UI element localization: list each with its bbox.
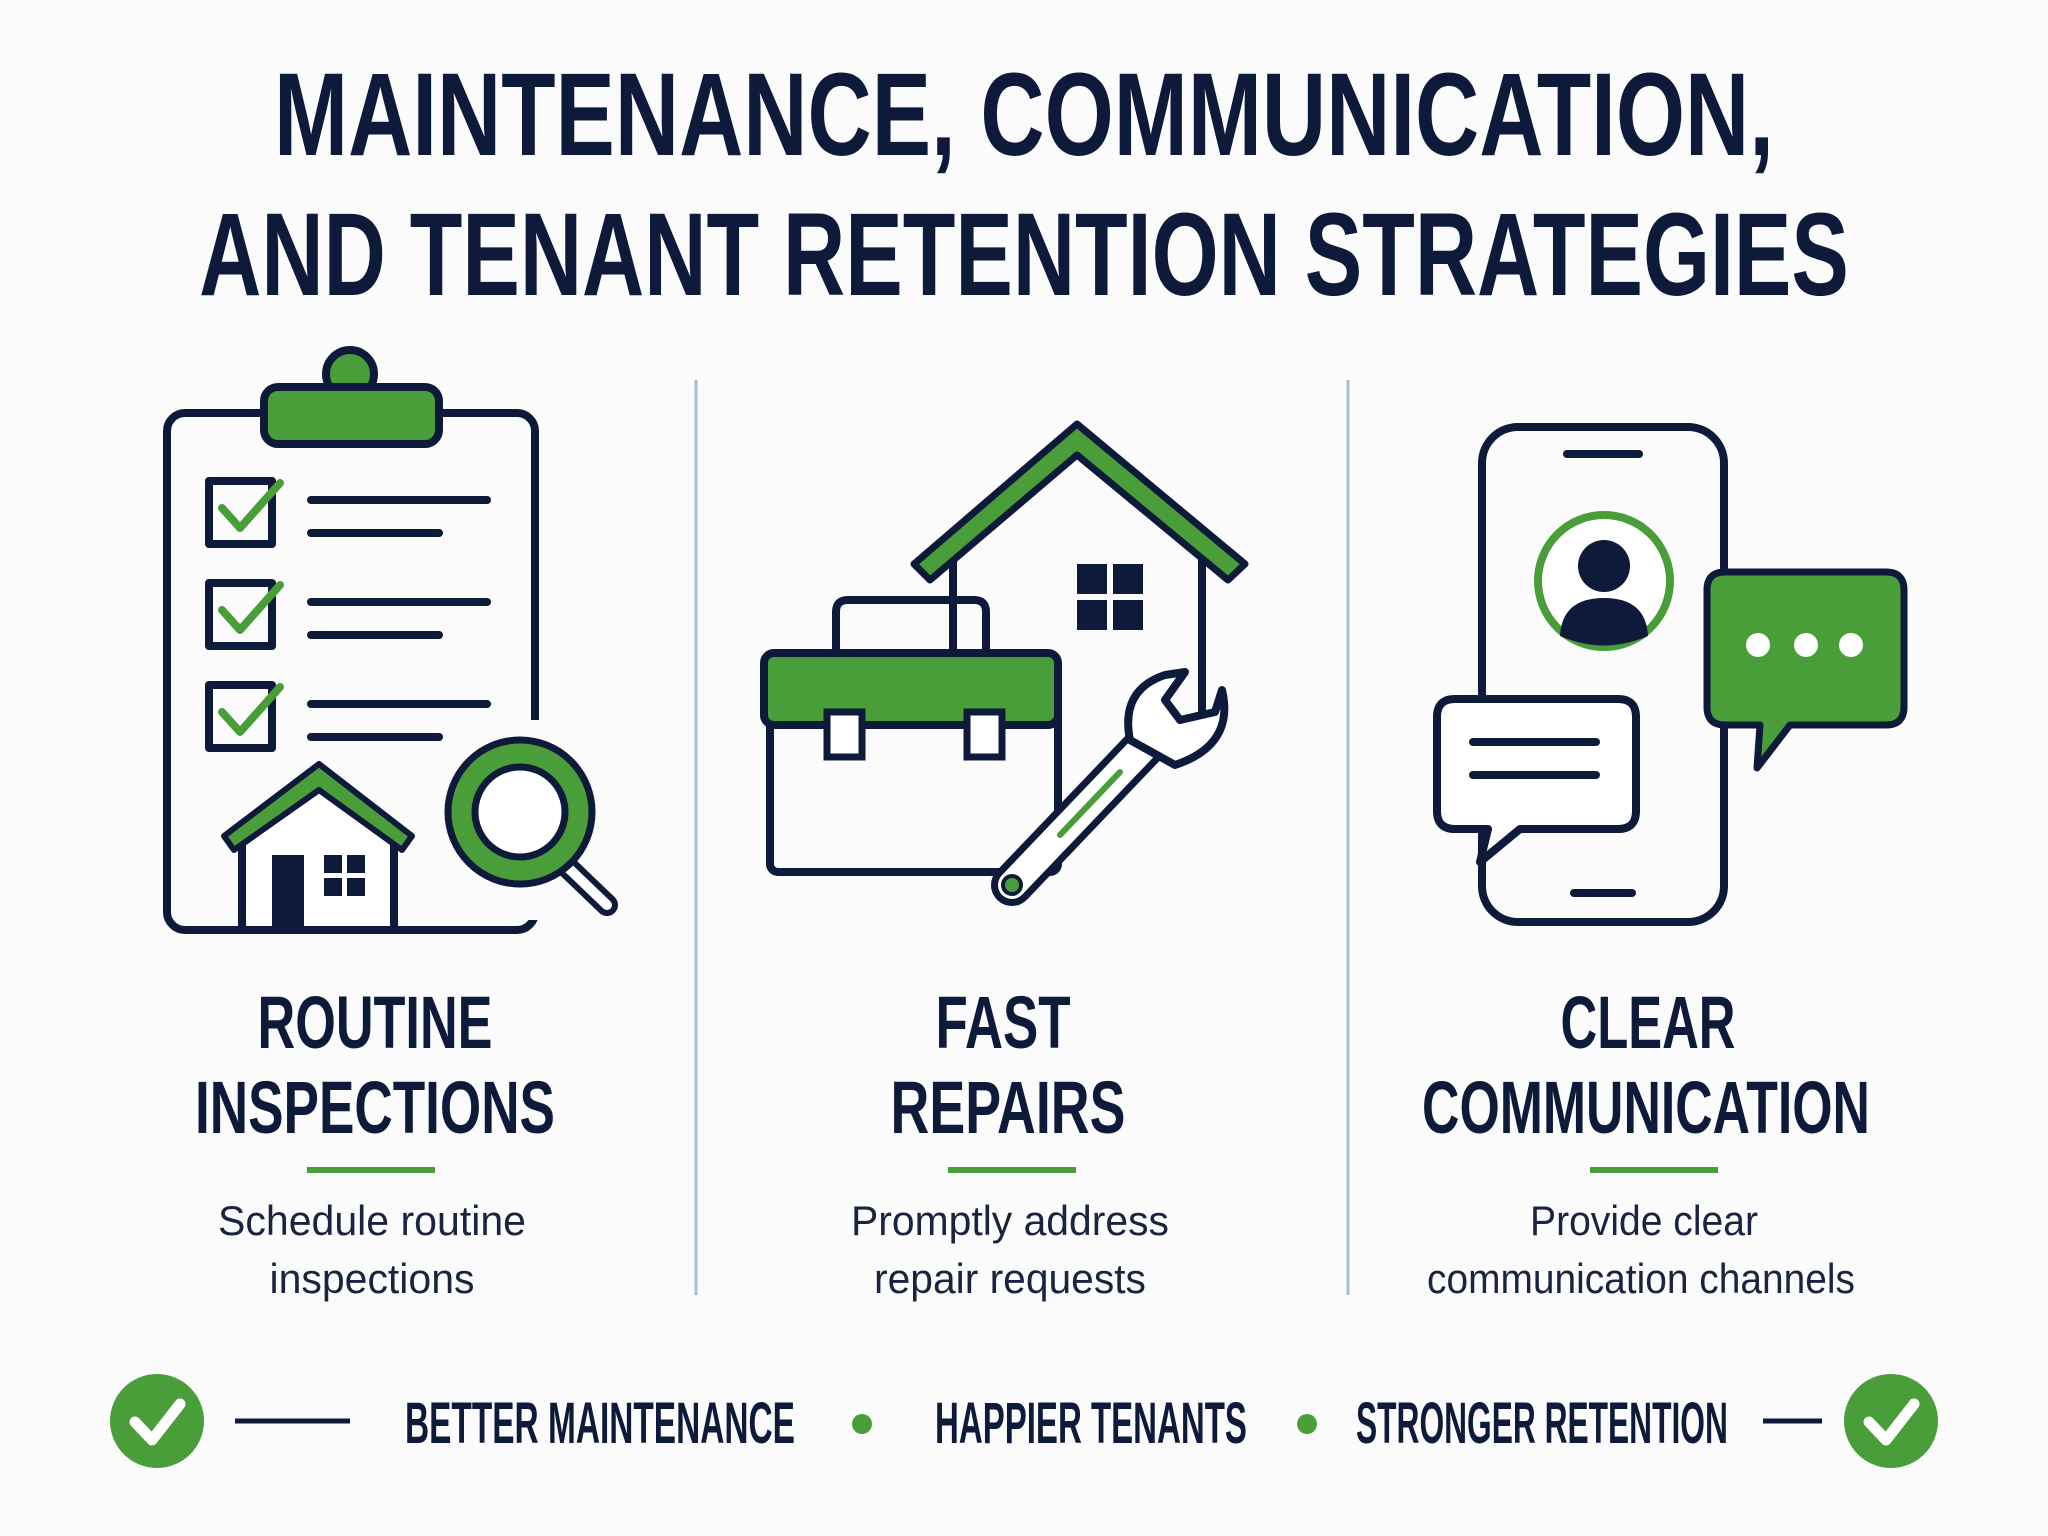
column-clear-communication: CLEAR COMMUNICATION Provide clear commun… [1422,983,1870,1303]
column-heading: INSPECTIONS [195,1066,555,1149]
magnifier-icon [444,720,618,920]
column-heading: REPAIRS [891,1065,1126,1149]
footer-dot [1297,1414,1317,1434]
column-heading: FAST [936,981,1071,1064]
check-circle-icon [110,1374,204,1468]
column-description: Promptly address [851,1196,1169,1244]
footer-bar: BETTER MAINTENANCE HAPPIER TENANTS STRON… [110,1374,1938,1468]
column-description: inspections [270,1255,475,1303]
clipboard-inspection-icon [163,346,618,934]
chat-bubble-white-icon [1433,695,1640,866]
phone-chat-icon [1433,423,1908,926]
heading-underline [1590,1167,1718,1173]
heading-underline [948,1167,1076,1173]
checkbox-icon [205,579,491,650]
toolbox-house-wrench-icon [760,420,1249,906]
footer-item: HAPPIER TENANTS [935,1391,1247,1456]
heading-underline [307,1167,435,1173]
checkbox-icon [205,681,491,752]
column-description: repair requests [874,1255,1146,1302]
column-heading: ROUTINE [258,981,493,1064]
column-fast-repairs: FAST REPAIRS Promptly address repair req… [851,981,1169,1302]
footer-item: STRONGER RETENTION [1356,1391,1728,1456]
avatar-icon [1534,511,1674,651]
title-line-2: AND TENANT RETENTION STRATEGIES [199,188,1849,320]
column-heading: COMMUNICATION [1422,1066,1870,1149]
check-circle-icon [1844,1374,1938,1468]
house-icon [221,761,415,934]
column-description: Schedule routine [218,1197,526,1245]
column-heading: CLEAR [1561,983,1736,1065]
footer-item: BETTER MAINTENANCE [405,1392,795,1457]
column-description: Provide clear [1530,1197,1758,1245]
column-routine-inspections: ROUTINE INSPECTIONS Schedule routine ins… [195,981,555,1302]
footer-dot [852,1414,872,1434]
title-line-1: MAINTENANCE, COMMUNICATION, [274,49,1774,181]
checkbox-icon [205,477,491,548]
column-description: communication channels [1427,1255,1855,1303]
chat-bubble-green-icon [1703,568,1908,772]
wrench-icon [991,668,1229,906]
